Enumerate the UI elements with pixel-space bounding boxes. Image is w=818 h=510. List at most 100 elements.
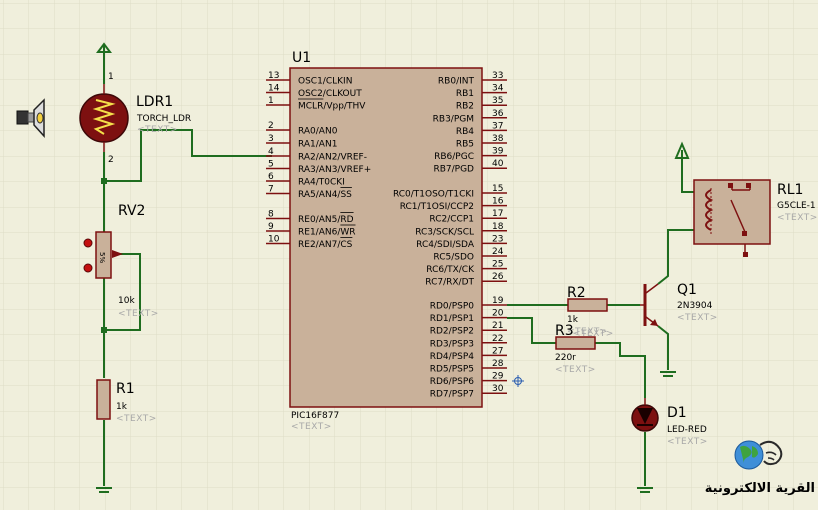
u1-pin-label: RC7/RX/DT [425,278,474,288]
r1-component[interactable] [96,379,111,420]
power-terminal-ldr[interactable] [96,42,112,54]
ground-terminal-q1[interactable] [660,371,676,377]
r3-text-placeholder: <TEXT> [573,329,614,339]
u1-pin-label: RB3/PGM [433,114,474,124]
rv2-decrease-button[interactable] [83,263,93,273]
rl1-component[interactable] [693,179,771,257]
q1-emitter-arrow [650,319,658,326]
u1-pin-label: RA1/AN1 [298,140,337,150]
ldr1-pin2-number: 2 [108,155,114,165]
r1-text-placeholder: <TEXT> [116,414,157,424]
u1-pin-number: 22 [492,334,503,344]
u1-pin-number: 29 [492,372,504,382]
q1-component[interactable] [640,283,659,327]
u1-pin-number: 40 [492,159,504,169]
rv2-increase-button[interactable] [83,238,93,248]
u1-pin-number: 10 [268,235,280,245]
u1-pin-label: RD5/PSP5 [430,365,474,375]
junction-dot [101,327,107,333]
u1-pin-number: 6 [268,172,274,182]
rv2-value: 10k [118,296,135,306]
d1-ref: D1 [667,405,687,421]
u1-pin-number: 26 [492,272,504,282]
u1-pin-number: 15 [492,184,503,194]
cursor-crosshair-icon [512,375,524,387]
q1-collector [645,283,659,294]
ground-terminal-r1[interactable] [96,487,112,493]
u1-pin-label: RA2/AN2/VREF- [298,153,367,163]
q1-text-placeholder: <TEXT> [677,313,718,323]
power-terminal-relay[interactable] [674,141,690,160]
globe-icon [734,440,783,470]
rl1-text-placeholder: <TEXT> [777,213,818,223]
u1-pin-label: RB6/PGC [434,152,474,162]
r3-component[interactable] [555,336,596,350]
rl1-value: G5CLE-1 [777,201,816,211]
ldr1-ref: LDR1 [136,94,173,110]
torch-icon[interactable] [16,98,45,138]
u1-pin-number: 33 [492,71,503,81]
ldr1-component[interactable]: 1 2 [79,72,129,165]
u1-pin-label: RB0/INT [438,77,475,87]
rv2-body [95,231,112,279]
r2-component[interactable] [567,298,608,312]
u1-body [289,67,483,408]
u1-pin-number: 35 [492,96,503,106]
d1-component[interactable] [631,398,659,432]
u1-pin-number: 27 [492,346,503,356]
q1-value: 2N3904 [677,301,713,311]
u1-pin-label: RE0/AN5/RD [298,215,354,225]
u1-pin-label: RB1 [456,89,474,99]
r3-text-placeholder-2: <TEXT> [555,365,596,375]
rv2-component[interactable]: 5% [83,231,123,279]
u1-pin-label: RB7/PGD [433,165,474,175]
ground-terminal-led[interactable] [637,487,653,493]
u1-pin-number: 5 [268,160,274,170]
u1-pin-number: 34 [492,84,504,94]
u1-pin-label: RD2/PSP2 [430,327,474,337]
r1-ref: R1 [116,381,135,397]
u1-pin-number: 1 [268,96,274,106]
u1-pin-label: RC0/T1OSO/T1CKI [393,190,474,200]
u1-pin-label: RD1/PSP1 [430,314,474,324]
